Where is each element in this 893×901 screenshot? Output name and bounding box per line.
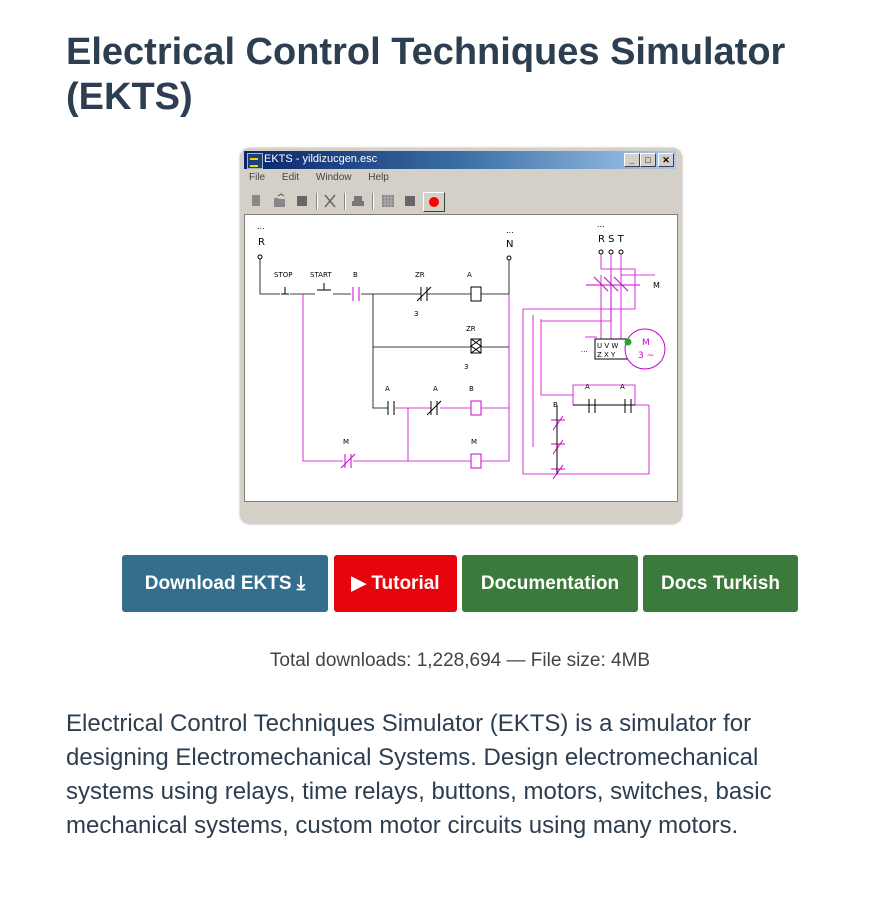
rail-r-terminal bbox=[257, 254, 263, 260]
coil-zr[interactable] bbox=[470, 338, 482, 354]
contact-m[interactable] bbox=[340, 453, 356, 469]
contact-zr1-number: 3 bbox=[414, 310, 418, 318]
coil-b[interactable] bbox=[470, 400, 482, 416]
window-title: EKTS - yildizucgen.esc bbox=[264, 153, 378, 165]
contact-a3-label: A bbox=[433, 385, 438, 393]
terminal-s bbox=[608, 249, 614, 255]
stop-button-symbol[interactable] bbox=[281, 287, 289, 295]
open-icon[interactable] bbox=[272, 193, 288, 209]
print-icon[interactable] bbox=[350, 193, 366, 209]
coil-b-label: B bbox=[469, 385, 474, 393]
black-wiring bbox=[259, 259, 510, 409]
terminal-r bbox=[598, 249, 604, 255]
supply-dots: ... bbox=[597, 220, 605, 229]
tutorial-button[interactable]: ▶ Tutorial bbox=[334, 555, 457, 612]
new-icon[interactable] bbox=[248, 193, 264, 209]
circuit-canvas[interactable]: ... R ... N ... R S T bbox=[244, 214, 678, 502]
contact-a5[interactable] bbox=[624, 399, 632, 413]
contact-zr1[interactable] bbox=[416, 286, 432, 302]
stop-icon[interactable] bbox=[402, 193, 418, 209]
toolbar bbox=[244, 190, 676, 212]
window-titlebar: EKTS - yildizucgen.esc _ □ ✕ bbox=[244, 151, 676, 169]
motor-phase-label: 3 ~ bbox=[638, 351, 654, 361]
coil-m-label: M bbox=[471, 438, 477, 446]
start-button-symbol[interactable] bbox=[317, 283, 331, 291]
description: Electrical Control Techniques Simulator … bbox=[66, 710, 772, 839]
menu-help[interactable]: Help bbox=[368, 172, 389, 183]
contact-m-label: M bbox=[343, 438, 349, 446]
terminal-dots: ... bbox=[581, 346, 588, 354]
contacts-b-label: B bbox=[553, 401, 558, 409]
download-stats: Total downloads: 1,228,694 — File size: … bbox=[269, 650, 651, 671]
terminal-labels-bottom: Z X Y bbox=[597, 351, 616, 359]
menu-window[interactable]: Window bbox=[315, 172, 352, 183]
documentation-button[interactable]: Documentation bbox=[462, 555, 638, 612]
contact-a5-label: A bbox=[620, 383, 625, 391]
contact-a4[interactable] bbox=[588, 399, 596, 413]
status-bar bbox=[244, 504, 676, 520]
terminal-labels-top: U V W bbox=[597, 342, 618, 350]
motor-lamp-icon bbox=[624, 338, 632, 346]
record-button[interactable] bbox=[423, 192, 445, 212]
contact-a3[interactable] bbox=[426, 400, 442, 416]
docs-turkish-button[interactable]: Docs Turkish bbox=[643, 555, 798, 612]
toolbar-separator bbox=[372, 193, 374, 210]
start-button-label: START bbox=[310, 271, 332, 279]
toolbar-separator bbox=[344, 193, 346, 210]
download-button[interactable]: Download EKTS ⤓ bbox=[122, 555, 328, 612]
coil-zr-mark bbox=[470, 338, 482, 354]
app-icon bbox=[247, 153, 263, 169]
contact-b1-label: B bbox=[353, 271, 358, 279]
menu-edit[interactable]: Edit bbox=[281, 172, 300, 183]
contacts-b[interactable] bbox=[551, 415, 565, 480]
save-icon[interactable] bbox=[294, 193, 310, 209]
rail-n-label: N bbox=[506, 239, 513, 250]
contact-a2-label: A bbox=[385, 385, 390, 393]
rail-n-dots: ... bbox=[506, 226, 514, 235]
menu-bar: File Edit Window Help bbox=[244, 170, 398, 186]
contactor-m-label: M bbox=[653, 281, 660, 290]
rail-r-label: R bbox=[258, 237, 265, 248]
minimize-button[interactable]: _ bbox=[624, 153, 640, 167]
rail-r-dots: ... bbox=[257, 222, 265, 231]
close-button[interactable]: ✕ bbox=[658, 153, 674, 167]
contact-zr1-label: ZR bbox=[415, 271, 425, 279]
cut-icon[interactable] bbox=[322, 193, 338, 209]
coil-a[interactable] bbox=[470, 286, 482, 302]
circuit-diagram: ... R ... N ... R S T bbox=[257, 220, 666, 480]
motor-label: M bbox=[642, 338, 650, 348]
motor-symbol[interactable] bbox=[624, 328, 666, 370]
contactor-m-contacts[interactable] bbox=[586, 276, 640, 292]
contact-a2[interactable] bbox=[387, 401, 395, 415]
supply-label: R S T bbox=[598, 234, 625, 245]
star-wiring bbox=[556, 404, 635, 474]
page-title: Electrical Control Techniques Simulator … bbox=[66, 31, 786, 118]
stop-button-label: STOP bbox=[274, 271, 292, 279]
coil-a-label: A bbox=[467, 271, 472, 279]
contact-a4-label: A bbox=[585, 383, 590, 391]
app-screenshot: EKTS - yildizucgen.esc _ □ ✕ File Edit W… bbox=[240, 148, 682, 524]
terminal-t bbox=[618, 249, 624, 255]
menu-file[interactable]: File bbox=[249, 172, 266, 183]
coil-zr-number: 3 bbox=[464, 363, 468, 371]
coil-zr-label: ZR bbox=[466, 325, 476, 333]
maximize-button[interactable]: □ bbox=[640, 153, 656, 167]
coil-m[interactable] bbox=[470, 453, 482, 469]
record-icon bbox=[429, 197, 439, 207]
rail-n-terminal bbox=[506, 255, 512, 261]
toolbar-separator bbox=[316, 193, 318, 210]
grid-icon[interactable] bbox=[380, 193, 396, 209]
contact-b1[interactable] bbox=[352, 287, 360, 301]
